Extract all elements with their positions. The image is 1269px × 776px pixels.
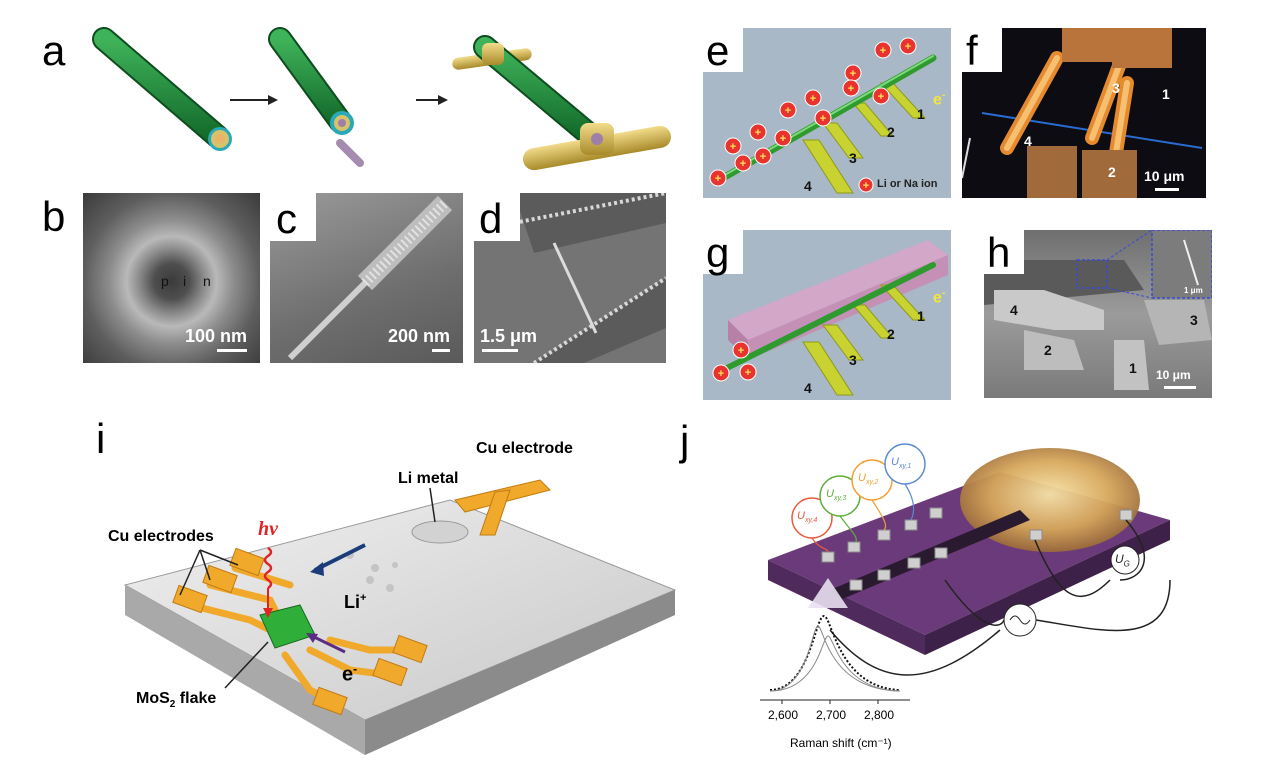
panel-label-g: g [706, 229, 730, 276]
e-legend: Li or Na ion [877, 178, 938, 190]
label-li-metal: Li metal [398, 470, 459, 487]
probe-label-1: Uxy,1 [891, 456, 912, 471]
panel-label-j: j [680, 417, 690, 464]
scale-bar-d [482, 349, 518, 352]
panel-label-i: i [96, 415, 106, 462]
label-cu-electrodes: Cu electrodes [108, 528, 214, 545]
panel-label-d: d [479, 195, 503, 242]
svg-text:+: + [863, 180, 869, 192]
svg-text:+: + [760, 151, 766, 163]
f-num-3: 3 [1112, 80, 1120, 96]
f-num-4: 4 [1024, 133, 1032, 149]
raman-tick-0: 2,600 [768, 708, 799, 722]
scale-bar-b [217, 349, 247, 352]
svg-text:+: + [738, 345, 744, 357]
panel-label-b: b [42, 193, 66, 240]
optical-image-f: 1 2 3 4 10 μm [962, 28, 1206, 198]
label-i: i [183, 273, 187, 289]
scale-label-b: 100 nm [185, 326, 248, 346]
f-num-2: 2 [1108, 164, 1116, 180]
raman-tick-2: 2,800 [864, 708, 895, 722]
graphene-hall-device [760, 443, 1171, 704]
tube-3-with-contacts [452, 35, 672, 171]
e-num-1: 1 [917, 106, 925, 122]
h-num-1: 1 [1129, 360, 1137, 376]
raman-tick-1: 2,700 [816, 708, 847, 722]
svg-text:+: + [730, 141, 736, 153]
inset-scale-h: 1 μm [1184, 286, 1203, 295]
svg-text:+: + [880, 45, 886, 57]
label-n: n [203, 273, 211, 289]
svg-text:+: + [740, 158, 746, 170]
svg-text:+: + [810, 93, 816, 105]
scale-label-f: 10 μm [1144, 168, 1185, 184]
e-num-4: 4 [804, 178, 812, 194]
h-num-3: 3 [1190, 312, 1198, 328]
g-num-4: 4 [804, 380, 812, 396]
g-num-1: 1 [917, 308, 925, 324]
panel-label-f: f [966, 27, 978, 74]
svg-text:+: + [780, 133, 786, 145]
panel-label-e: e [706, 27, 730, 74]
label-p: p [161, 273, 169, 289]
scale-bar-h [1164, 386, 1196, 389]
label-hv: hν [258, 518, 278, 540]
probe-label-3: Uxy,3 [826, 488, 847, 503]
label-cu-electrode: Cu electrode [476, 440, 573, 457]
tube-1 [92, 27, 232, 151]
h-num-2: 2 [1044, 342, 1052, 358]
e-num-3: 3 [849, 150, 857, 166]
e-num-2: 2 [887, 124, 895, 140]
schematic-e: + + + + + + + + + + + + + + + 1 2 3 4 e- Li or Na … [703, 28, 951, 198]
g-num-3: 3 [849, 352, 857, 368]
panel-label-h: h [987, 229, 1011, 276]
h-num-4: 4 [1010, 302, 1018, 318]
svg-text:+: + [848, 83, 854, 95]
scale-label-c: 200 nm [388, 326, 451, 346]
svg-text:+: + [718, 368, 724, 380]
sem-image-b: p i n 100 nm [83, 193, 260, 363]
svg-text:+: + [878, 91, 884, 103]
svg-text:+: + [745, 367, 751, 379]
scale-label-h: 10 μm [1156, 368, 1191, 382]
panel-label-a: a [42, 27, 66, 74]
label-li-ion: Li+ [344, 592, 367, 612]
svg-text:+: + [715, 173, 721, 185]
label-electron-i: e- [342, 662, 358, 686]
svg-text:+: + [850, 68, 856, 80]
probe-label-2: Uxy,2 [858, 472, 879, 487]
nanowire-schematic [92, 27, 672, 171]
scale-bar-c [432, 349, 450, 352]
g-num-2: 2 [887, 326, 895, 342]
svg-text:+: + [755, 127, 761, 139]
gate-label: UG [1115, 552, 1130, 569]
f-num-1: 1 [1162, 86, 1170, 102]
e-electron: e- [933, 90, 946, 109]
scale-label-d: 1.5 μm [480, 326, 538, 346]
tube-2 [268, 27, 364, 167]
probe-label-4: Uxy,4 [797, 510, 818, 525]
panel-label-c: c [276, 195, 297, 242]
svg-text:+: + [820, 113, 826, 125]
g-electron: e- [933, 288, 946, 307]
raman-xaxis-label: Raman shift (cm⁻¹) [790, 736, 892, 750]
label-mos2-flake: MoS2 flake [136, 690, 217, 711]
svg-text:+: + [785, 105, 791, 117]
mos2-device-schematic [123, 479, 677, 755]
svg-text:+: + [905, 41, 911, 53]
schematic-g: +++ 1 2 3 4 e- [703, 230, 951, 400]
scale-bar-f [1155, 188, 1179, 191]
